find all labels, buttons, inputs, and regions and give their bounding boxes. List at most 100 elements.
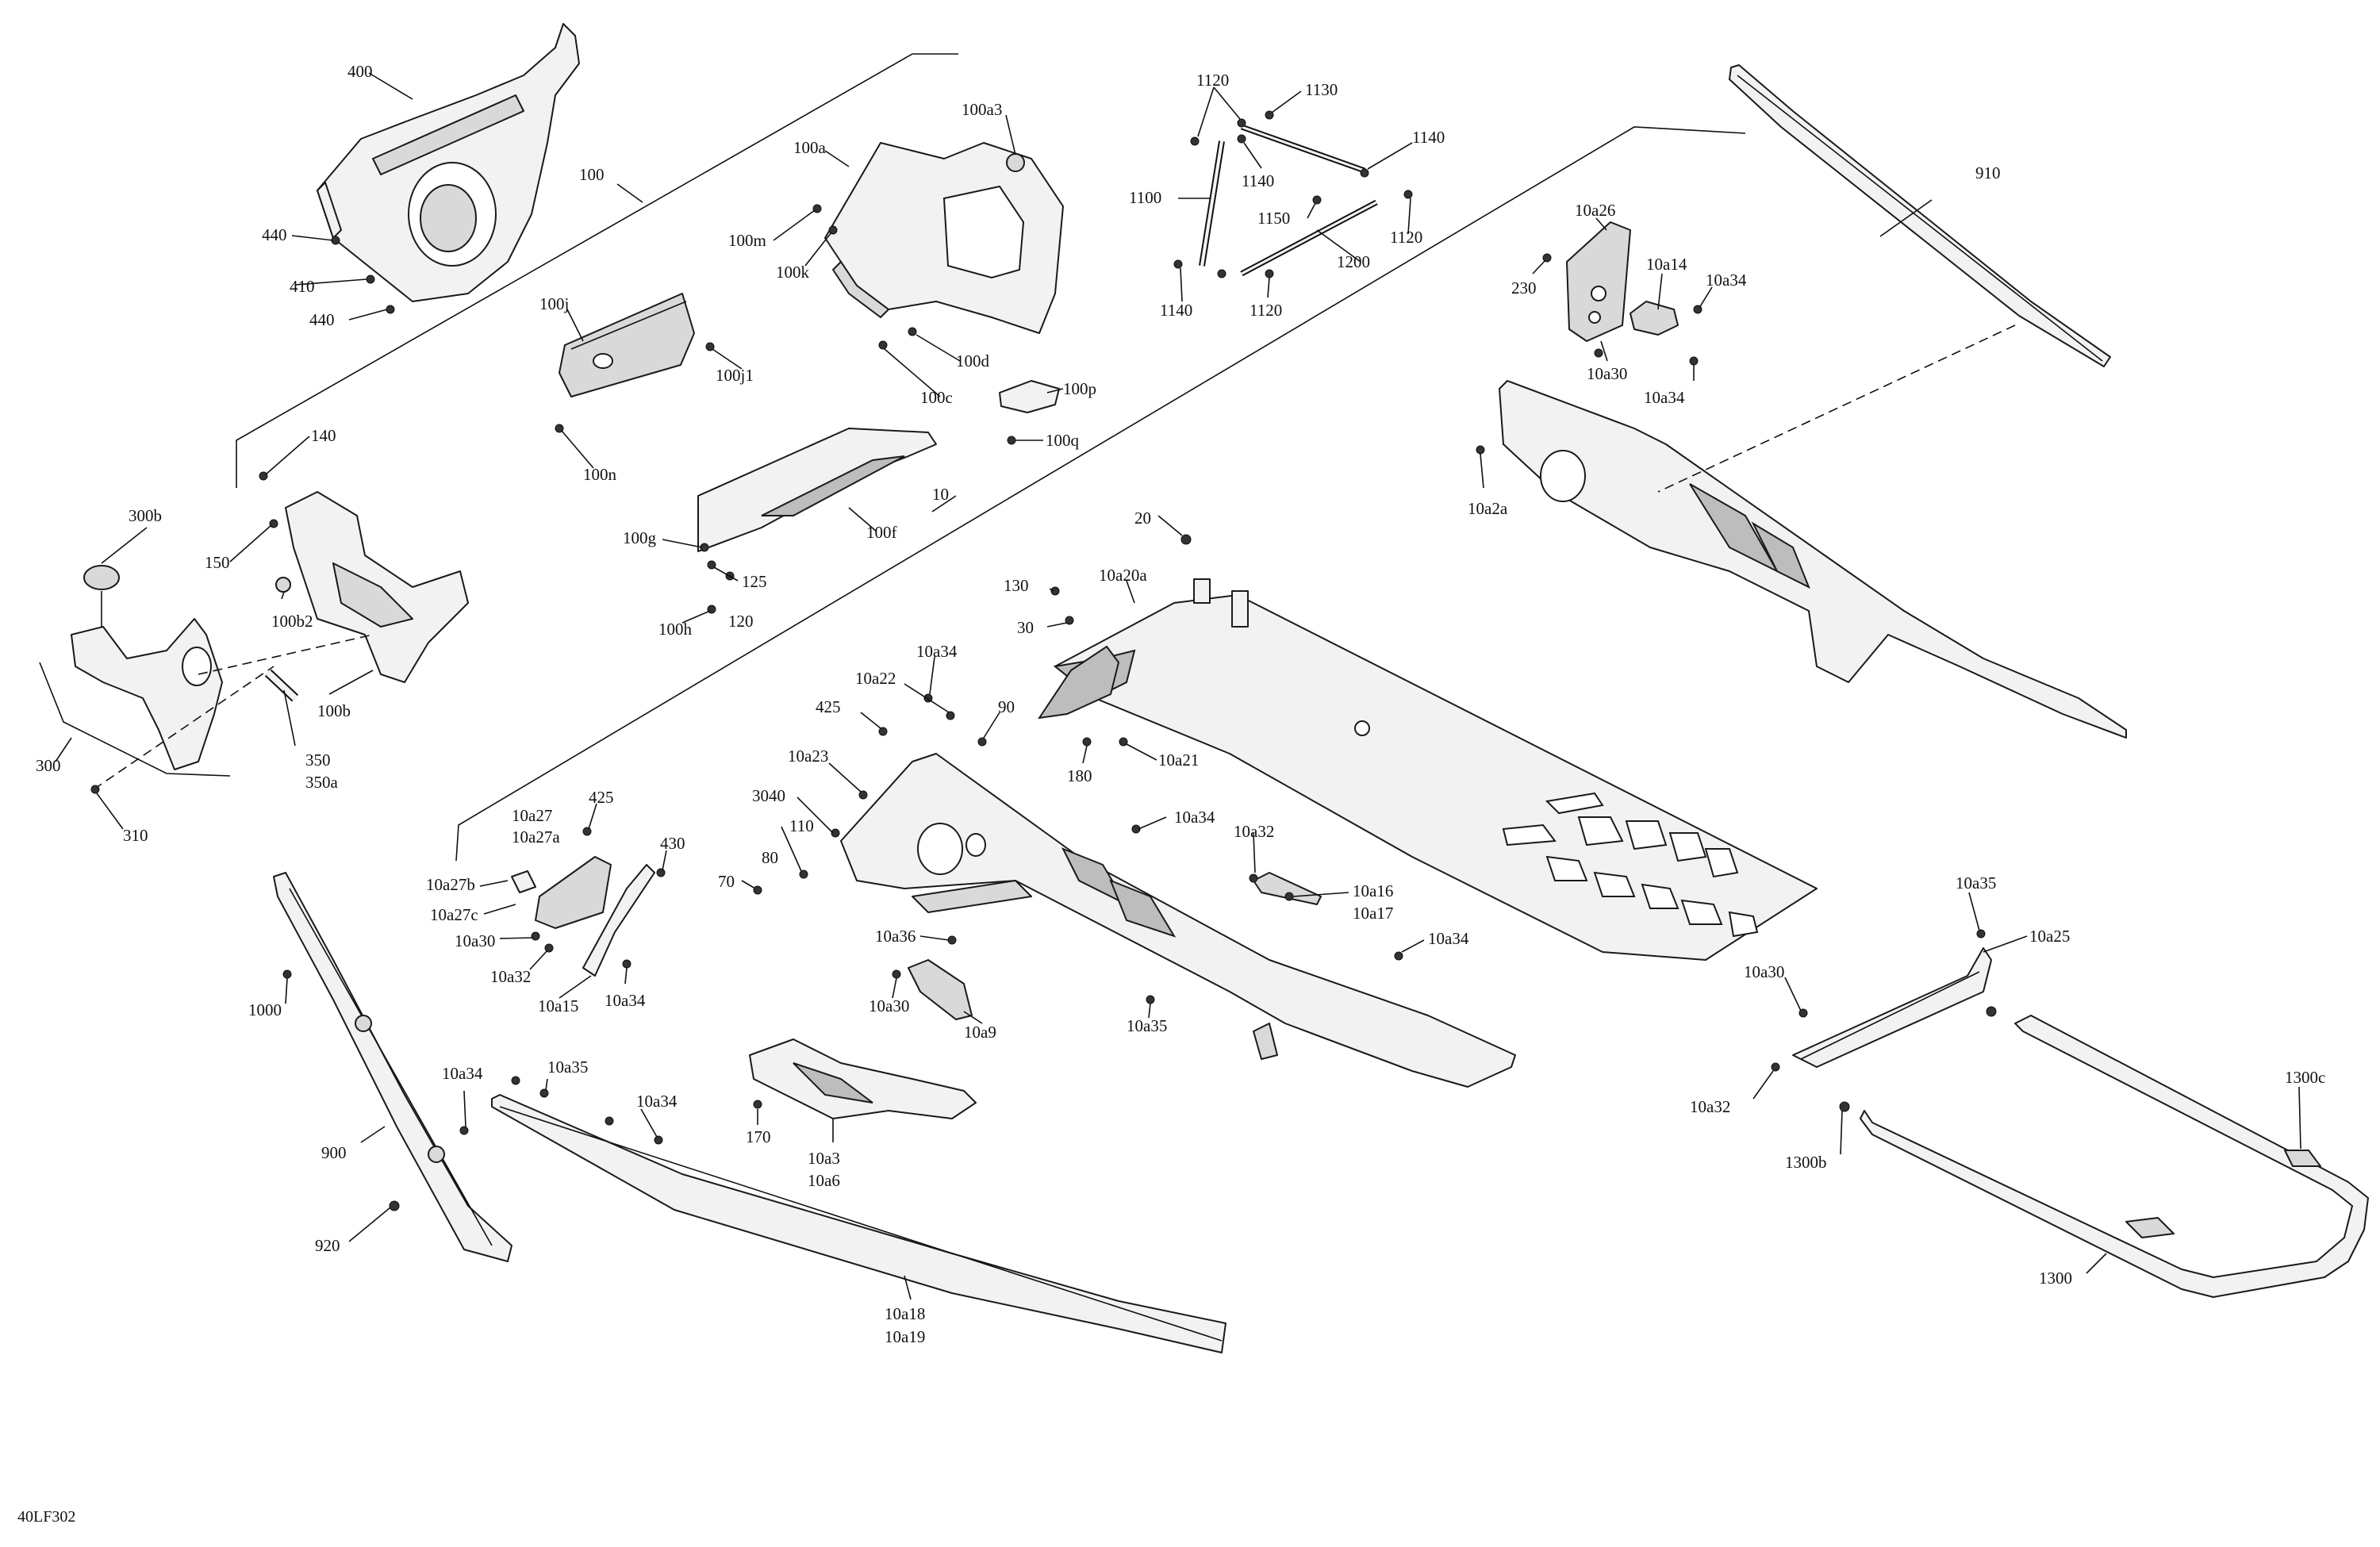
callout-10a32: 10a32 — [1690, 1097, 1730, 1116]
callout-10a34: 10a34 — [1644, 388, 1685, 407]
callout-10a34: 10a34 — [1428, 929, 1469, 948]
part-350-pin — [264, 669, 299, 702]
callout-1000: 1000 — [248, 1000, 282, 1019]
callout-10a16: 10a16 — [1353, 881, 1393, 900]
callout-300b: 300b — [129, 506, 162, 525]
callout-90: 90 — [998, 697, 1015, 716]
part-100a-chassis — [824, 142, 1064, 334]
callout-100j1: 100j1 — [716, 366, 754, 385]
part-910-rail — [1729, 64, 2111, 367]
callout-1300c: 1300c — [2285, 1068, 2325, 1087]
callout-10a3: 10a3 — [808, 1149, 840, 1168]
part-10a16-lever — [1253, 872, 1322, 905]
callout-30: 30 — [1017, 618, 1034, 637]
callout-10a27b: 10a27b — [426, 875, 475, 894]
callout-100: 100 — [579, 165, 605, 184]
part-10a14-mount — [1630, 301, 1679, 336]
tunnel-cutouts — [1502, 792, 1759, 938]
callout-230: 230 — [1511, 278, 1537, 298]
part-10a27-bracket — [511, 856, 612, 929]
callout-140: 140 — [311, 426, 336, 445]
callout-10a34: 10a34 — [605, 991, 646, 1010]
leader-lines — [55, 72, 2301, 1300]
callout-10a20a: 10a20a — [1099, 566, 1147, 585]
part-100j-plate — [559, 293, 695, 397]
callout-125: 125 — [742, 572, 767, 591]
callout-1130: 1130 — [1305, 80, 1338, 99]
callout-10a34: 10a34 — [442, 1064, 483, 1083]
callout-10a32: 10a32 — [1234, 822, 1274, 841]
callout-410: 410 — [290, 277, 315, 296]
callout-350: 350 — [305, 750, 331, 770]
group-frame-300 — [39, 662, 231, 777]
callout-70: 70 — [718, 872, 735, 891]
callout-labels: 400 100 440 410 440 100a3 100a 100m 100k… — [36, 62, 2325, 1346]
figure-code: 40LF302 — [17, 1508, 75, 1526]
callout-300: 300 — [36, 756, 61, 775]
callout-100f: 100f — [866, 523, 897, 542]
callout-100c: 100c — [920, 388, 953, 407]
callout-180: 180 — [1067, 766, 1092, 785]
callout-1140: 1140 — [1412, 128, 1445, 147]
part-10a9-tab — [908, 959, 973, 1020]
part-10a25-rear-rail — [1792, 947, 1992, 1068]
callout-1140: 1140 — [1242, 171, 1274, 190]
callout-10a35: 10a35 — [1956, 873, 1996, 892]
part-1100-strut — [1199, 140, 1225, 267]
callout-10a35: 10a35 — [1127, 1016, 1167, 1035]
callout-10a27c: 10a27c — [430, 905, 478, 924]
callout-100q: 100q — [1046, 431, 1080, 450]
callout-100j: 100j — [539, 294, 569, 313]
callout-100b2: 100b2 — [271, 612, 313, 631]
part-100p-cover — [999, 380, 1060, 413]
callout-100d: 100d — [956, 351, 990, 370]
callout-310: 310 — [123, 826, 148, 845]
callout-100g: 100g — [623, 528, 657, 547]
alignment-dash-910 — [1657, 324, 2016, 493]
callout-10a32: 10a32 — [490, 967, 531, 986]
callout-10a30: 10a30 — [1744, 962, 1784, 981]
callout-100k: 100k — [776, 263, 810, 282]
callout-10a15: 10a15 — [538, 996, 578, 1015]
callout-100a3: 100a3 — [962, 100, 1002, 119]
part-10a20a-shield — [1037, 645, 1120, 720]
part-100f-tray — [697, 428, 937, 552]
callout-10a25: 10a25 — [2029, 927, 2070, 946]
callout-425: 425 — [589, 788, 614, 807]
callout-130: 130 — [1004, 576, 1029, 595]
part-10a15-bracket — [582, 864, 655, 977]
callout-10a34: 10a34 — [1706, 271, 1747, 290]
callout-1150: 1150 — [1257, 209, 1290, 228]
fasteners — [90, 110, 1997, 1211]
callout-10a6: 10a6 — [808, 1171, 840, 1190]
part-300-bracket — [71, 565, 223, 770]
callout-10a35: 10a35 — [547, 1058, 588, 1077]
callout-1300b: 1300b — [1785, 1153, 1827, 1172]
part-10a-left-side-panel — [840, 753, 1516, 1088]
callout-425: 425 — [816, 697, 841, 716]
callout-1300: 1300 — [2039, 1269, 2072, 1288]
callout-1100: 1100 — [1129, 188, 1161, 207]
callout-1140: 1140 — [1160, 301, 1192, 320]
part-1300-bumper — [1860, 1015, 2369, 1298]
callout-10a18: 10a18 — [885, 1304, 925, 1323]
callout-10a22: 10a22 — [855, 669, 896, 688]
callout-400: 400 — [347, 62, 373, 81]
callout-170: 170 — [746, 1127, 771, 1146]
callout-100p: 100p — [1063, 379, 1096, 398]
callout-10a27a: 10a27a — [512, 827, 560, 846]
callout-10a14: 10a14 — [1646, 255, 1687, 274]
callout-1120: 1120 — [1250, 301, 1282, 320]
callout-920: 920 — [315, 1236, 340, 1255]
callout-10a9: 10a9 — [964, 1023, 996, 1042]
callout-100m: 100m — [728, 231, 766, 250]
callout-10a36: 10a36 — [875, 927, 916, 946]
callout-1120: 1120 — [1390, 228, 1422, 247]
callout-440: 440 — [262, 225, 287, 244]
part-900-rail — [273, 872, 512, 1262]
callout-10a26: 10a26 — [1575, 201, 1615, 220]
callout-440: 440 — [309, 310, 335, 329]
part-10a18-slide — [491, 1094, 1226, 1353]
callout-10a27: 10a27 — [512, 806, 552, 825]
